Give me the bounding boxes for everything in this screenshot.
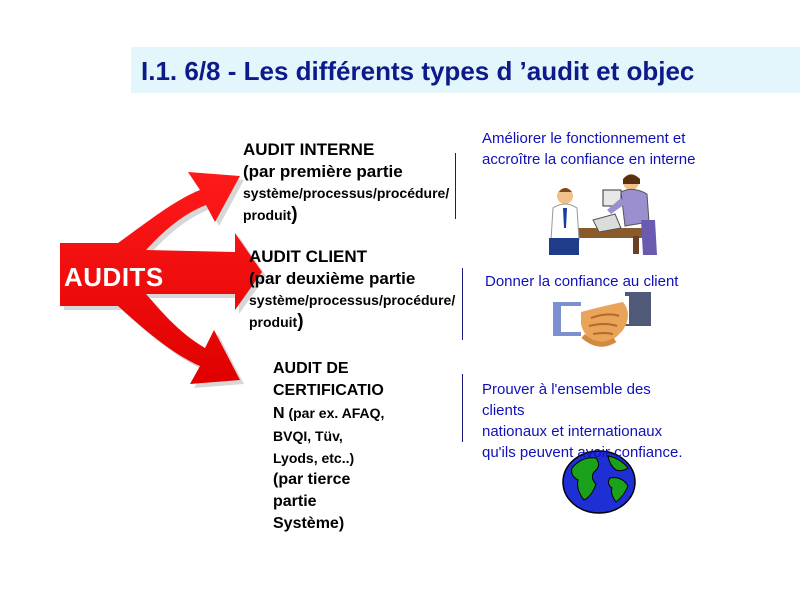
audits-label: AUDITS	[64, 262, 164, 292]
client-audit-party: (par deuxième partie	[249, 269, 416, 288]
certification-goal-line: qu'ils peuvent avoir confiance.	[482, 444, 683, 461]
client-audit-heading: AUDIT CLIENT	[249, 247, 368, 266]
client-goal: Donner la confiance au client	[485, 271, 678, 292]
certification-divider	[462, 374, 463, 442]
cert-line-4: BVQI, Tüv,	[273, 428, 343, 444]
slide-title: I.1. 6/8 - Les différents types d ’audit…	[141, 56, 695, 86]
cert-line-6: (par tierce	[273, 471, 351, 488]
internal-audit-heading: AUDIT INTERNE	[243, 140, 375, 159]
client-audit-scope: système/processus/procédure/	[249, 292, 456, 308]
certification-goal-line: nationaux et internationaux	[482, 423, 663, 440]
title-bar: I.1. 6/8 - Les différents types d ’audit…	[131, 47, 800, 93]
cert-line-3a: N	[273, 405, 285, 422]
red-arrow-shape	[60, 172, 262, 384]
certification-goal: Prouver à l'ensemble des clients nationa…	[482, 379, 683, 463]
cert-line-7: partie	[273, 493, 317, 510]
internal-audit-scope: système/processus/procédure/	[243, 185, 450, 201]
certification-goal-line: clients	[482, 402, 525, 419]
cert-line-3b: (par ex. AFAQ,	[284, 405, 385, 421]
cert-line-2: CERTIFICATIO	[273, 382, 384, 399]
client-goal-line: Donner la confiance au client	[485, 273, 679, 290]
office-workers-clipart	[549, 174, 657, 255]
certification-goal-line: Prouver à l'ensemble des	[482, 381, 651, 398]
client-audit-close-paren: )	[297, 311, 304, 332]
cert-line-5: Lyods, etc..)	[273, 450, 355, 466]
client-audit-block: AUDIT CLIENT (par deuxième partie systèm…	[249, 246, 455, 333]
internal-goal: Améliorer le fonctionnement et accroître…	[482, 128, 695, 170]
client-divider	[462, 268, 463, 340]
internal-audit-close-paren: )	[291, 204, 298, 225]
internal-audit-party: (par première partie	[243, 162, 403, 181]
internal-divider	[455, 153, 456, 219]
internal-audit-block: AUDIT INTERNE (par première partie systè…	[243, 139, 449, 226]
globe-clipart	[562, 450, 636, 514]
cert-line-8: Système)	[273, 515, 345, 532]
handshake-clipart	[553, 292, 651, 347]
internal-audit-scope-product: produit	[243, 207, 292, 223]
cert-line-1: AUDIT DE	[273, 360, 349, 377]
certification-audit-block: AUDIT DE CERTIFICATIO N (par ex. AFAQ, B…	[273, 358, 384, 535]
client-audit-scope-product: produit	[249, 314, 298, 330]
internal-goal-line: accroître la confiance en interne	[482, 151, 696, 168]
internal-goal-line: Améliorer le fonctionnement et	[482, 130, 686, 147]
